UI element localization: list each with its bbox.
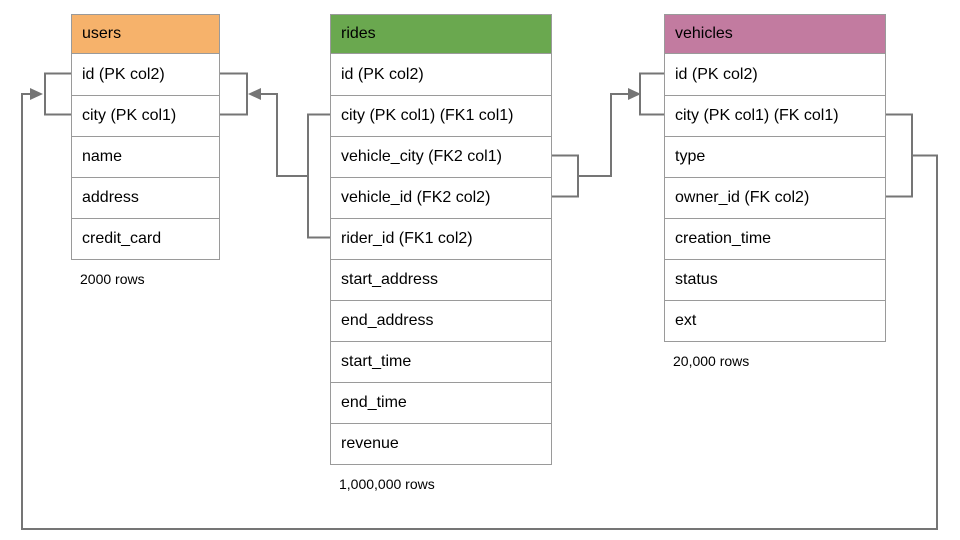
table-row: revenue bbox=[331, 423, 551, 464]
connector-rides-to-users-shaft bbox=[260, 93, 308, 177]
table-row: start_address bbox=[331, 259, 551, 300]
table-row: start_time bbox=[331, 341, 551, 382]
table-row: end_time bbox=[331, 382, 551, 423]
table-vehicles-card: vehicles id (PK col2)city (PK col1) (FK … bbox=[664, 14, 886, 342]
table-users-header: users bbox=[72, 15, 219, 54]
connector-users-left-bracket bbox=[44, 72, 71, 116]
table-vehicles-columns: id (PK col2)city (PK col1) (FK col1)type… bbox=[665, 54, 885, 341]
table-rides-columns: id (PK col2)city (PK col1) (FK1 col1)veh… bbox=[331, 54, 551, 464]
table-row: end_address bbox=[331, 300, 551, 341]
connector-vehicles-to-users-shaft bbox=[21, 93, 938, 530]
table-vehicles-header: vehicles bbox=[665, 15, 885, 54]
table-rides-header: rides bbox=[331, 15, 551, 54]
arrowhead-to-users bbox=[248, 88, 261, 100]
table-row: id (PK col2) bbox=[331, 54, 551, 95]
table-row: ext bbox=[665, 300, 885, 341]
connector-rides-left-bracket bbox=[307, 113, 330, 239]
table-row: address bbox=[72, 177, 219, 218]
arrowhead-to-users-left bbox=[30, 88, 43, 100]
connector-users-right-bracket bbox=[220, 72, 248, 116]
table-row: city (PK col1) bbox=[72, 95, 219, 136]
arrowhead-to-vehicles bbox=[628, 88, 641, 100]
table-row: city (PK col1) (FK1 col1) bbox=[331, 95, 551, 136]
table-rides-card: rides id (PK col2)city (PK col1) (FK1 co… bbox=[330, 14, 552, 465]
table-rides: rides id (PK col2)city (PK col1) (FK1 co… bbox=[330, 14, 552, 492]
table-row: id (PK col2) bbox=[72, 54, 219, 95]
table-vehicles-rowcount: 20,000 rows bbox=[673, 353, 750, 369]
table-row: name bbox=[72, 136, 219, 177]
connector-rides-to-vehicles-shaft bbox=[578, 93, 628, 177]
table-row: vehicle_city (FK2 col1) bbox=[331, 136, 551, 177]
connector-vehicles-left-bracket bbox=[639, 72, 664, 116]
table-row: creation_time bbox=[665, 218, 885, 259]
table-vehicles: vehicles id (PK col2)city (PK col1) (FK … bbox=[664, 14, 886, 369]
table-row: city (PK col1) (FK col1) bbox=[665, 95, 885, 136]
table-rides-rowcount: 1,000,000 rows bbox=[339, 476, 435, 492]
table-row: status bbox=[665, 259, 885, 300]
table-row: owner_id (FK col2) bbox=[665, 177, 885, 218]
connector-rides-right-bracket bbox=[552, 154, 579, 198]
table-users-rowcount: 2000 rows bbox=[80, 271, 145, 287]
table-row: rider_id (FK1 col2) bbox=[331, 218, 551, 259]
table-row: credit_card bbox=[72, 218, 219, 259]
connector-vehicles-right-bracket bbox=[886, 113, 913, 198]
table-row: id (PK col2) bbox=[665, 54, 885, 95]
table-row: type bbox=[665, 136, 885, 177]
table-row: vehicle_id (FK2 col2) bbox=[331, 177, 551, 218]
